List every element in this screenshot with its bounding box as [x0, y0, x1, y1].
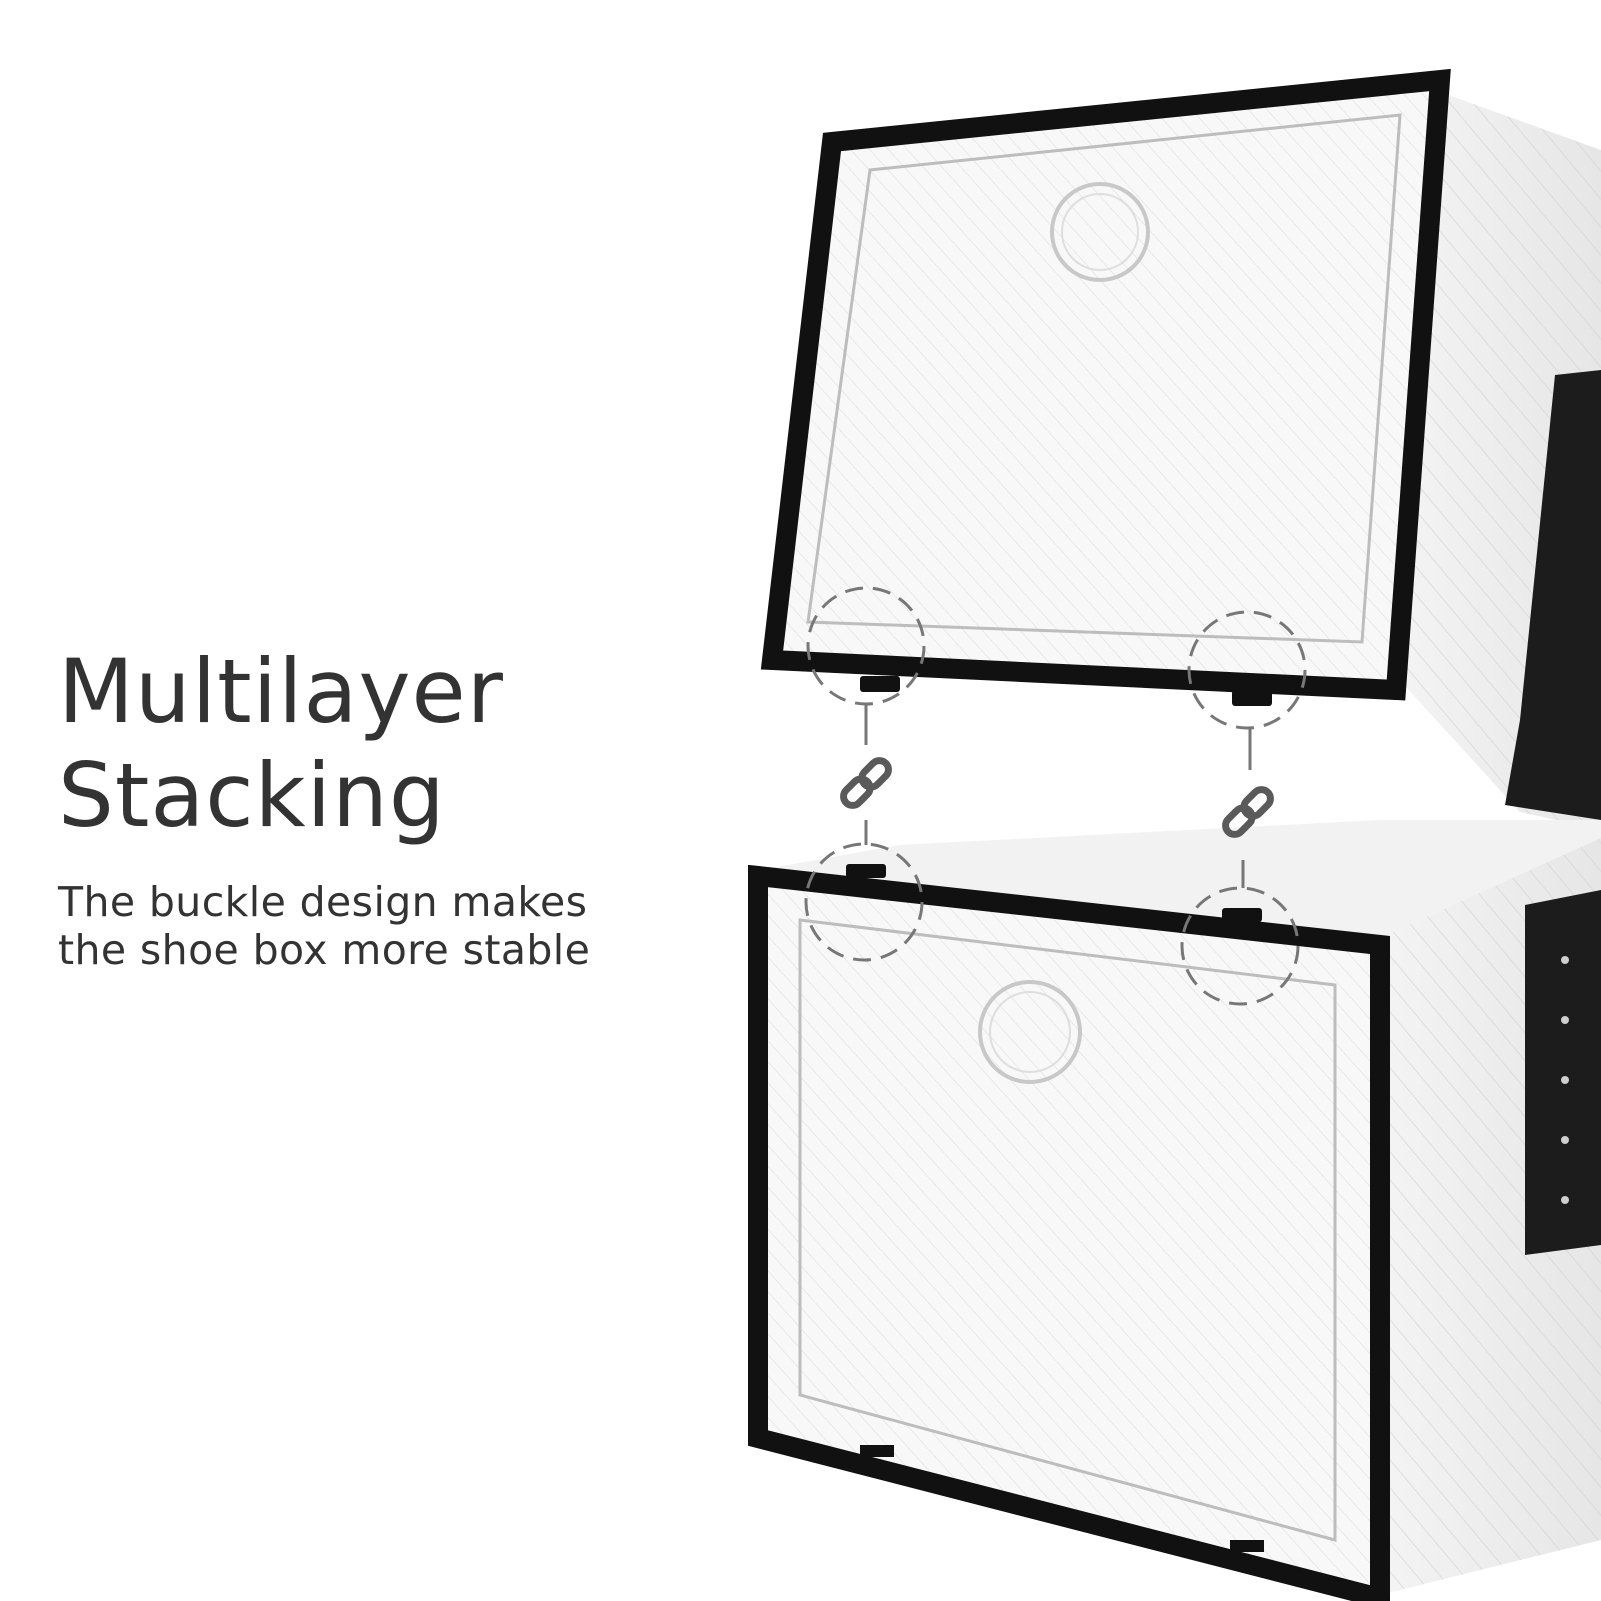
chain-link-icon: [1222, 786, 1274, 838]
text-block: Multilayer Stacking The buckle design ma…: [58, 640, 758, 974]
headline-line-1: Multilayer: [58, 640, 504, 743]
subheadline: The buckle design makes the shoe box mor…: [58, 878, 758, 974]
top-box-front-stripes: [775, 85, 1440, 680]
callouts: [804, 586, 1307, 1006]
chain-link-icon: [840, 757, 892, 809]
callout-bottom-right: [1180, 886, 1300, 1006]
bottom-box-side-vents: [1561, 956, 1569, 1204]
top-box-inner-panel: [806, 113, 1402, 644]
top-box-frame: [760, 68, 1451, 701]
bottom-box-foot-right: [1230, 1540, 1264, 1552]
subheadline-line-2: the shoe box more stable: [58, 926, 591, 974]
top-box-finger-pull: [1050, 182, 1150, 282]
top-box-tab-right: [1305, 88, 1327, 98]
bottom-box-buckle-right: [1222, 908, 1262, 922]
top-box-tab-left: [932, 126, 954, 136]
bottom-box-top: [760, 820, 1601, 942]
bottom-box-inner-panel: [798, 918, 1337, 1542]
bottom-box-finger-pull: [978, 980, 1082, 1084]
top-box-buckle-right: [1232, 690, 1272, 706]
callout-bottom-left: [804, 842, 924, 962]
headline: Multilayer Stacking: [58, 640, 758, 848]
bottom-box-frame: [748, 864, 1390, 1601]
connector-lines: [864, 705, 1252, 888]
top-shoe-box: [760, 68, 1601, 830]
bottom-box-buckle-left: [846, 864, 886, 878]
bottom-box-foot-left: [860, 1445, 894, 1457]
bottom-box-finger-pull-inner: [989, 991, 1071, 1073]
subheadline-line-1: The buckle design makes: [58, 878, 588, 926]
top-box-buckle-left: [860, 676, 900, 692]
callout-top-right: [1187, 610, 1307, 730]
headline-line-2: Stacking: [58, 744, 446, 847]
top-box-side-window: [1505, 370, 1601, 820]
callout-top-left: [806, 586, 926, 706]
top-box-finger-pull-inner: [1061, 193, 1139, 271]
bottom-box-front-stripes: [762, 882, 1372, 1590]
bottom-shoe-box: [748, 820, 1601, 1601]
bottom-box-side-window: [1525, 890, 1601, 1255]
